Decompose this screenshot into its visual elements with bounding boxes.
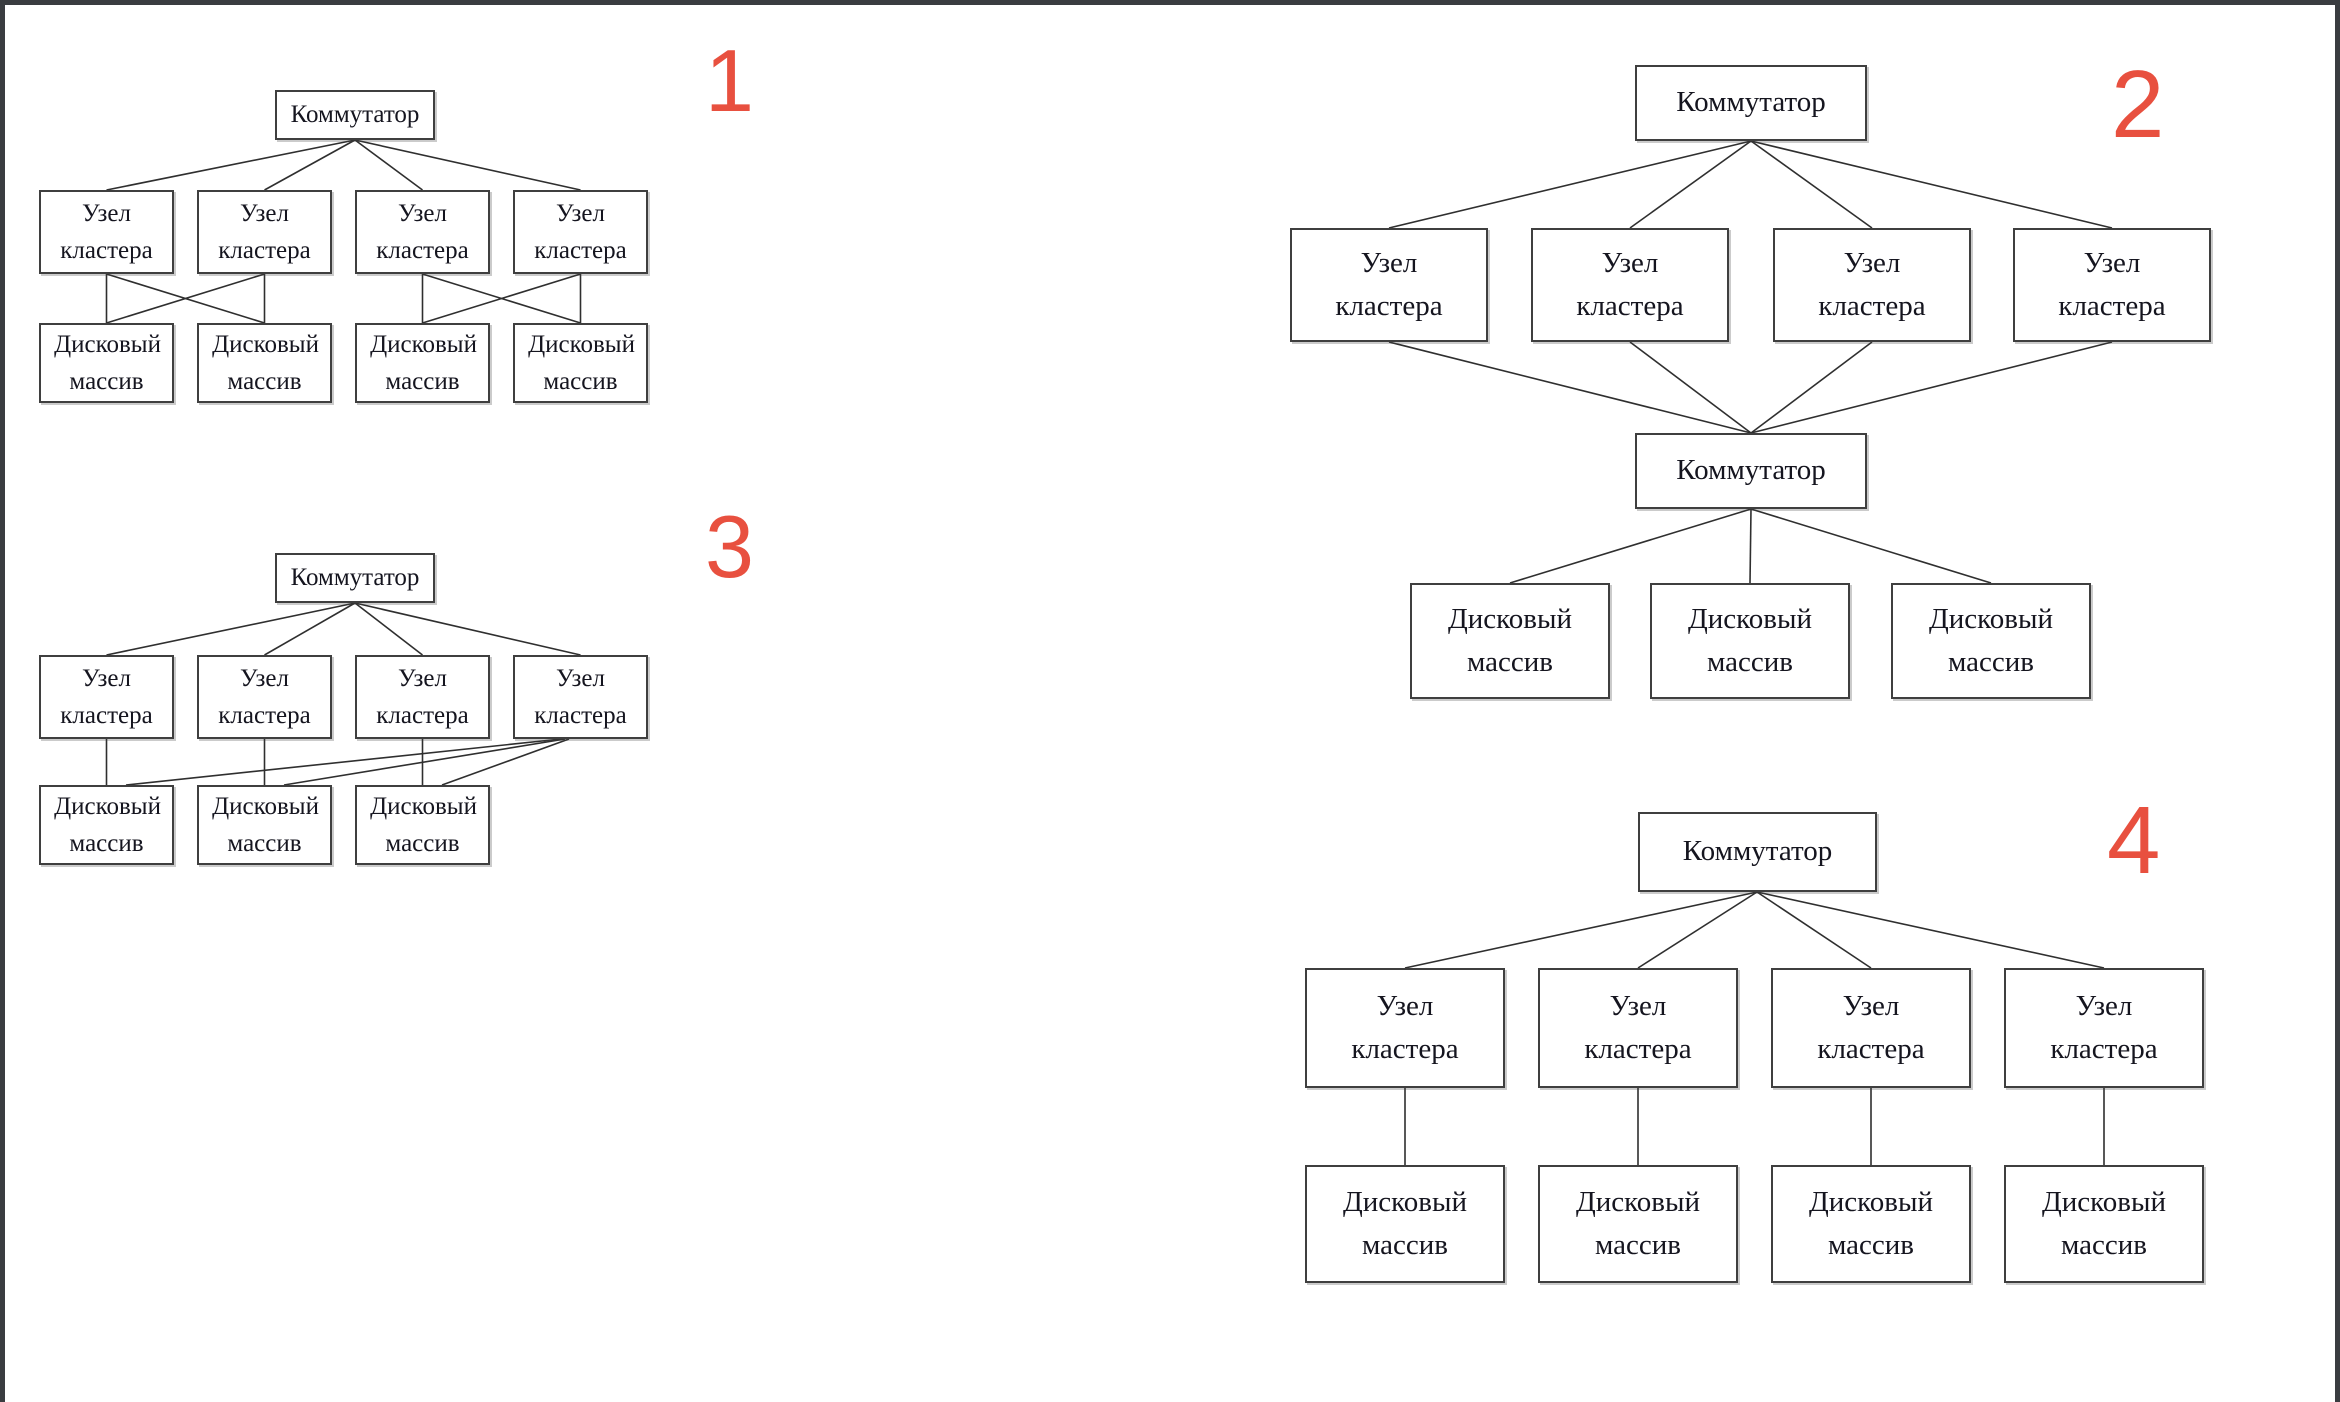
diagram-1-number: 1 xyxy=(705,31,754,130)
switch-box: Коммутатор xyxy=(1635,65,1867,141)
node-label: Узел кластера xyxy=(60,664,153,730)
disk-label: Дисковый массив xyxy=(1928,602,2053,679)
disk-box: Дисковый массив xyxy=(1891,583,2091,699)
diagram-4-number: 4 xyxy=(2107,787,2161,894)
node-label: Узел кластера xyxy=(60,199,153,265)
node-box: Узел кластера xyxy=(1290,228,1488,342)
disk-box: Дисковый массив xyxy=(355,785,490,865)
disk-label: Дисковый массив xyxy=(1687,602,1812,679)
disk-box: Дисковый массив xyxy=(1650,583,1850,699)
disk-label: Дисковый массив xyxy=(1447,602,1572,679)
disk-label: Дисковый массив xyxy=(1342,1185,1467,1262)
connection-lines xyxy=(105,139,2113,1165)
node-label: Узел кластера xyxy=(2058,246,2166,323)
disk-box: Дисковый массив xyxy=(513,323,648,403)
disk-box: Дисковый массив xyxy=(1410,583,1610,699)
node-label: Узел кластера xyxy=(534,664,627,730)
disk-label: Дисковый массив xyxy=(370,330,477,396)
node-label: Узел кластера xyxy=(1584,989,1692,1066)
node-box: Узел кластера xyxy=(39,190,174,274)
switch-label: Коммутатор xyxy=(290,564,420,592)
diagram-3-number: 3 xyxy=(705,497,754,596)
node-box: Узел кластера xyxy=(513,655,648,739)
switch-box: Коммутатор xyxy=(275,553,435,603)
node-box: Узел кластера xyxy=(355,655,490,739)
switch-box: Коммутатор xyxy=(1635,433,1867,509)
node-label: Узел кластера xyxy=(1351,989,1459,1066)
disk-label: Дисковый массив xyxy=(1808,1185,1933,1262)
disk-box: Дисковый массив xyxy=(197,323,332,403)
disk-box: Дисковый массив xyxy=(1771,1165,1971,1283)
switch-label: Коммутатор xyxy=(1676,86,1826,119)
node-box: Узел кластера xyxy=(197,655,332,739)
disk-label: Дисковый массив xyxy=(212,792,319,858)
disk-box: Дисковый массив xyxy=(355,323,490,403)
disk-label: Дисковый массив xyxy=(212,330,319,396)
node-box: Узел кластера xyxy=(2004,968,2204,1088)
node-label: Узел кластера xyxy=(218,199,311,265)
node-label: Узел кластера xyxy=(1335,246,1443,323)
switch-label: Коммутатор xyxy=(1676,454,1826,487)
disk-box: Дисковый массив xyxy=(39,323,174,403)
node-box: Узел кластера xyxy=(2013,228,2211,342)
disk-box: Дисковый массив xyxy=(197,785,332,865)
node-label: Узел кластера xyxy=(376,664,469,730)
disk-box: Дисковый массив xyxy=(1538,1165,1738,1283)
switch-label: Коммутатор xyxy=(1682,835,1833,868)
disk-box: Дисковый массив xyxy=(1305,1165,1505,1283)
disk-label: Дисковый массив xyxy=(528,330,635,396)
node-box: Узел кластера xyxy=(39,655,174,739)
node-box: Узел кластера xyxy=(1773,228,1971,342)
disk-label: Дисковый массив xyxy=(54,330,161,396)
node-box: Узел кластера xyxy=(1538,968,1738,1088)
node-box: Узел кластера xyxy=(355,190,490,274)
diagram-2-number: 2 xyxy=(2111,51,2165,158)
node-label: Узел кластера xyxy=(376,199,469,265)
disk-label: Дисковый массив xyxy=(1575,1185,1700,1262)
disk-box: Дисковый массив xyxy=(39,785,174,865)
node-box: Узел кластера xyxy=(1531,228,1729,342)
disk-box: Дисковый массив xyxy=(2004,1165,2204,1283)
switch-box: Коммутатор xyxy=(275,90,435,140)
node-label: Узел кластера xyxy=(534,199,627,265)
disk-label: Дисковый массив xyxy=(2041,1185,2166,1262)
node-label: Узел кластера xyxy=(1817,989,1925,1066)
node-label: Узел кластера xyxy=(1576,246,1684,323)
disk-label: Дисковый массив xyxy=(370,792,477,858)
node-label: Узел кластера xyxy=(218,664,311,730)
switch-box: Коммутатор xyxy=(1638,812,1877,892)
disk-label: Дисковый массив xyxy=(54,792,161,858)
node-label: Узел кластера xyxy=(2050,989,2158,1066)
node-label: Узел кластера xyxy=(1818,246,1926,323)
node-box: Узел кластера xyxy=(1771,968,1971,1088)
switch-label: Коммутатор xyxy=(290,101,420,129)
node-box: Узел кластера xyxy=(1305,968,1505,1088)
node-box: Узел кластера xyxy=(197,190,332,274)
node-box: Узел кластера xyxy=(513,190,648,274)
